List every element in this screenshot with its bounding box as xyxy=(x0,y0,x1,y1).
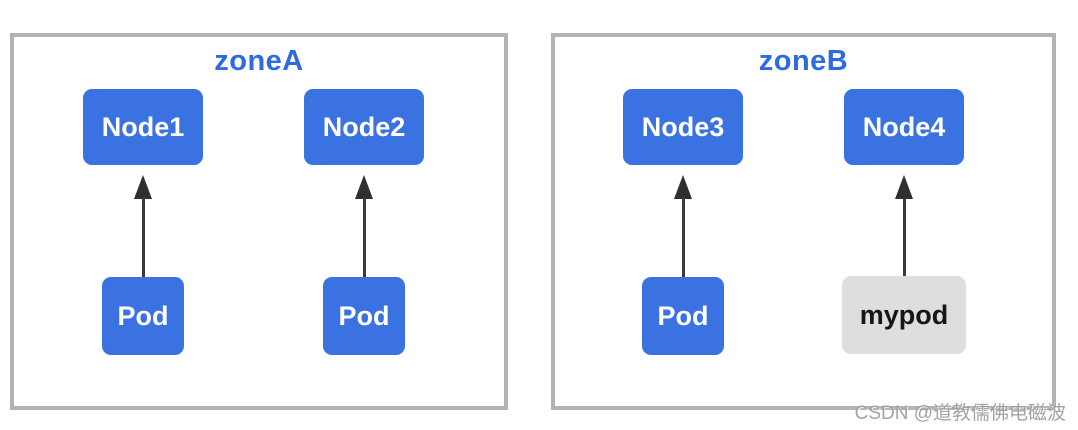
node2-label: Node2 xyxy=(322,111,406,142)
pod-to-node3-arrow xyxy=(674,175,692,277)
pod-box-zonea-2: Pod xyxy=(323,277,405,355)
pod-label: Pod xyxy=(657,300,709,331)
node3-box: Node3 xyxy=(623,89,743,165)
csdn-watermark: CSDN @道教儒佛电磁波 xyxy=(854,403,1066,424)
node2-box: Node2 xyxy=(304,89,424,165)
arrowhead-up-icon xyxy=(355,175,373,199)
node4-label: Node4 xyxy=(862,111,946,142)
mypod-box: mypod xyxy=(842,276,966,354)
arrow-shaft xyxy=(362,197,366,277)
pod-box-zonea-1: Pod xyxy=(102,277,184,355)
pod-to-node2-arrow xyxy=(355,175,373,277)
arrowhead-up-icon xyxy=(674,175,692,199)
arrowhead-up-icon xyxy=(134,175,152,199)
node1-label: Node1 xyxy=(101,111,185,142)
node4-box: Node4 xyxy=(844,89,964,165)
pod-label: Pod xyxy=(338,300,390,331)
zone-b-container: zoneB Node3 Pod Node4 mypod xyxy=(551,33,1056,410)
mypod-label: mypod xyxy=(859,299,949,330)
node3-label: Node3 xyxy=(641,111,725,142)
arrow-shaft xyxy=(681,197,685,277)
mypod-to-node4-arrow xyxy=(895,175,913,277)
pod-label: Pod xyxy=(117,300,169,331)
zone-a-container: zoneA Node1 Pod Node2 Pod xyxy=(10,33,508,410)
zone-a-title: zoneA xyxy=(214,45,304,77)
arrow-shaft xyxy=(902,197,906,277)
zone-b-title: zoneB xyxy=(758,45,849,77)
pod-box-zoneb-1: Pod xyxy=(642,277,724,355)
node1-box: Node1 xyxy=(83,89,203,165)
pod-to-node1-arrow xyxy=(134,175,152,277)
arrowhead-up-icon xyxy=(895,175,913,199)
arrow-shaft xyxy=(141,197,145,277)
